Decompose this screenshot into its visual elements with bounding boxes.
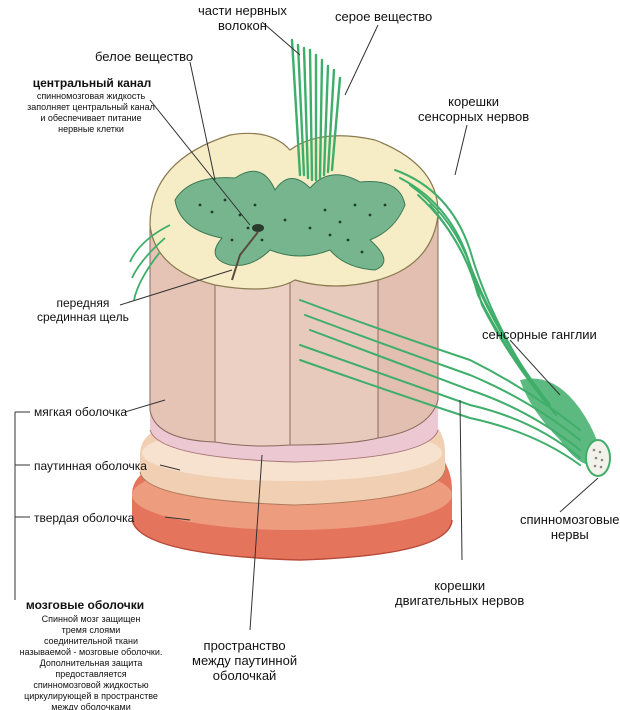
label-pia-mater: мягкая оболочка [34, 405, 128, 419]
anterior-fissure-shape [231, 231, 259, 281]
label-central-canal-title: центральный канал [32, 76, 152, 90]
fiber-bundle-top [290, 38, 342, 182]
label-sensory-ganglia: сенсорные ганглии [482, 327, 597, 342]
label-gray-matter: серое вещество [335, 9, 433, 24]
leader-lines [14, 21, 599, 631]
cord-columns [149, 209, 439, 447]
gray-matter-shape [174, 170, 406, 271]
spinal-nerve-end [585, 439, 611, 477]
label-meninges-title: мозговые оболочки [25, 598, 145, 612]
spinal-nerve-fibers [592, 448, 604, 469]
label-white-matter: белое вещество [95, 49, 194, 64]
gray-matter-cells [198, 198, 387, 254]
central-canal-shape [252, 224, 264, 232]
label-dura-mater: твердая оболочка [34, 511, 135, 525]
label-arachnoid: паутинная оболочка [34, 459, 147, 473]
left-rootlets [129, 224, 171, 301]
sensory-ganglion [520, 378, 602, 466]
